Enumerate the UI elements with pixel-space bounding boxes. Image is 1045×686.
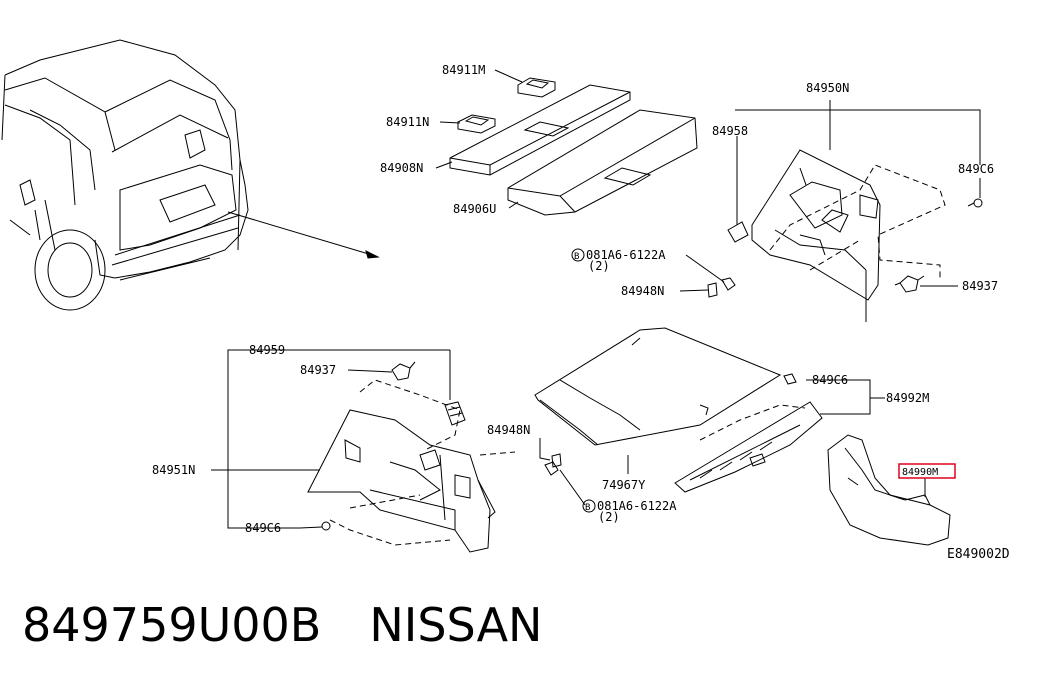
bolt-symbol-top (571, 248, 585, 262)
bolt-symbol-bottom (582, 499, 596, 513)
clip-84911N (457, 114, 496, 134)
clip-84937-top (894, 275, 925, 293)
highlight-box-84990M (898, 463, 956, 479)
label-84958: 84958 (712, 124, 748, 138)
board-84906U (507, 109, 698, 216)
cap-84958 (727, 221, 749, 243)
label-84990M: 84990M (902, 467, 938, 478)
bolt-symbol-bottom-letter: B (585, 503, 590, 513)
diagram-code: E849002D (947, 547, 1010, 562)
label-84911M: 84911M (442, 63, 485, 77)
clip-84937-bottom (391, 361, 416, 381)
side-trim-84950N (751, 149, 881, 322)
sill-plate-84992M (674, 401, 823, 493)
caption-part-number: 849759U00B (22, 598, 322, 652)
label-081A6-bottom: 081A6-6122A (597, 499, 677, 513)
clip-849C6-right (783, 373, 797, 385)
label-74967Y: 74967Y (602, 478, 646, 492)
caption-brand: NISSAN (369, 598, 543, 652)
label-849C6-top: 849C6 (958, 162, 994, 176)
label-849C6-bottom: 849C6 (245, 521, 281, 535)
label-849C6-right: 849C6 (812, 373, 848, 387)
label-84908N: 84908N (380, 161, 423, 175)
bolt-081A6-bottom (544, 453, 562, 476)
bolt-081A6-top (707, 277, 736, 298)
label-84950N: 84950N (806, 81, 849, 95)
caption: 849759U00B NISSAN (22, 598, 542, 652)
bolt-symbol-top-letter: B (574, 252, 579, 262)
label-84992M: 84992M (886, 391, 929, 405)
clip-849C6-bottom (321, 521, 331, 531)
label-84937-top: 84937 (962, 279, 998, 293)
grille-84959 (444, 401, 466, 426)
label-84911N: 84911N (386, 115, 429, 129)
cover-84990M (827, 434, 951, 546)
label-081A6-bottom-qty: (2) (598, 510, 620, 524)
label-84959: 84959 (249, 343, 285, 357)
label-081A6-top-qty: (2) (588, 259, 610, 273)
label-84937-bottom: 84937 (300, 363, 336, 377)
label-081A6-top: 081A6-6122A (586, 248, 666, 262)
label-84948N-top: 84948N (621, 284, 664, 298)
label-84948N-bottom: 84948N (487, 423, 530, 437)
clip-849C6-top (967, 198, 983, 208)
side-trim-84951N (307, 409, 496, 553)
vehicle-rear-view (1, 39, 249, 311)
floor-board-74967Y (534, 327, 782, 446)
label-84906U: 84906U (453, 202, 496, 216)
part-labels: 84911M 84911N 84908N 84906U 84950N 84958… (152, 63, 1010, 562)
label-84951N: 84951N (152, 463, 195, 477)
clip-84911M (517, 77, 556, 98)
board-84908N (449, 84, 631, 176)
